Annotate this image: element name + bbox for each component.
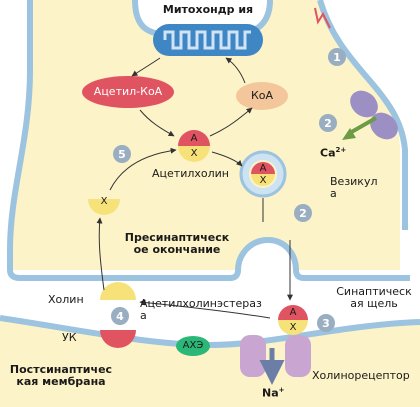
acetic-acid-shape [100, 330, 136, 348]
presynaptic-label: Пресинаптическ ое окончание [124, 231, 230, 256]
synaptic-cleft-label: Синаптическ ая щель [336, 285, 412, 310]
acetylcholine-x-letter: Х [190, 148, 198, 159]
postsynaptic-label: Постсинаптичес кая мембрана [9, 363, 113, 388]
step-markers: 1 2 2 3 4 5 [111, 48, 346, 332]
vesicle-a-letter: А [259, 163, 267, 174]
acetylcholine-molecule [178, 130, 210, 162]
action-potential-arrow [314, 7, 331, 29]
acetylcholinesterase-label: Ацетилхолинэстераз а [140, 297, 262, 322]
vesicle [239, 150, 287, 198]
acetylcholine-cleft [278, 305, 308, 335]
calcium-channel [342, 90, 398, 140]
vesicle-label: Везикул а [330, 175, 378, 200]
calcium-label: Ca2+ [320, 146, 347, 160]
step-4-marker: 4 [111, 307, 129, 325]
choline-recycle-shape [88, 199, 120, 215]
postsynaptic-membrane [0, 315, 420, 349]
coa-shape [236, 82, 288, 110]
acetylcholine-label: Ацетилхолин [152, 167, 229, 180]
recycled-x-letter: Х [100, 196, 108, 207]
pathway-arrows [96, 57, 293, 319]
step-3-label: 3 [322, 317, 330, 330]
acetylcholine-a-letter: А [190, 133, 198, 144]
step-4-label: 4 [116, 310, 124, 323]
presynaptic-membrane [7, 0, 410, 281]
acid-label: УК [62, 331, 77, 344]
step-1-label: 1 [333, 51, 341, 64]
choline-label: Холин [48, 293, 84, 306]
ache-shape [176, 336, 210, 356]
presynaptic-membrane-right [317, 0, 408, 230]
choline-shape [100, 282, 136, 300]
step-5-marker: 5 [113, 145, 131, 163]
vesicle-x-letter: Х [259, 175, 267, 186]
mitochondria-label: Митохондр ия [162, 3, 254, 16]
cholinoreceptor-label: Холинорецептор [312, 369, 410, 382]
step-2b-marker: 2 [294, 204, 312, 222]
cleft-x-letter: Х [289, 322, 297, 333]
coa-label: КоА [250, 89, 274, 102]
acetyl-coa-shape [82, 76, 174, 108]
step-5-label: 5 [118, 148, 126, 161]
step-1-marker: 1 [328, 48, 346, 66]
step-3-marker: 3 [317, 314, 335, 332]
cleft-a-letter: А [289, 307, 297, 318]
mitochondria [153, 24, 263, 56]
sodium-label: Na+ [262, 386, 285, 400]
step-2-label: 2 [324, 117, 332, 130]
ache-label: АХЭ [182, 340, 204, 351]
acetyl-coa-label: Ацетил-КоА [93, 85, 163, 98]
step-2b-label: 2 [299, 207, 307, 220]
step-2-marker: 2 [319, 114, 337, 132]
